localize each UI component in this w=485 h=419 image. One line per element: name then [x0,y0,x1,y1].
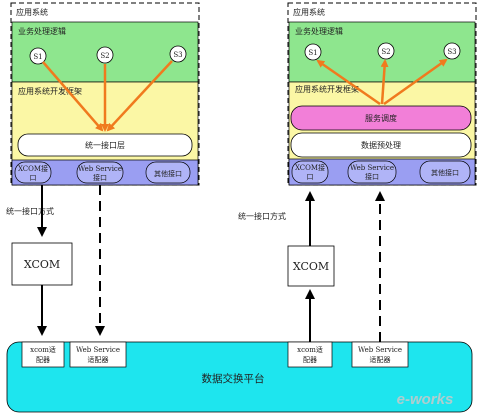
right-webservice-interface-label-1: Web Service [350,164,394,172]
right-xcom-box-label: XCOM [293,260,329,273]
left-webservice-adapter-label-2: 适配器 [88,355,109,364]
left-business-logic-label: 业务处理逻辑 [18,26,66,36]
left-node-s3-label: S3 [173,51,182,59]
watermark-text: e-works [397,391,454,408]
right-arrow-to-s1 [316,59,381,106]
left-other-interface-label: 其他接口 [154,169,182,178]
right-node-s1-label: S1 [308,49,317,57]
right-xcom-interface [291,160,329,184]
left-interface-mode-label: 统一接口方式 [6,206,54,216]
right-data-preprocessing [290,132,472,158]
left-xcom-adapter-label-2: 配器 [36,356,50,364]
left-node-s1 [29,47,47,65]
right-xcom-adapter [287,341,333,368]
left-webservice-adapter [69,341,127,368]
left-app-system-label: 应用系统 [16,7,48,17]
right-xcom-interface-label-1: XCOM接 [295,163,325,172]
left-xcom-adapter-label-1: xcom适 [30,345,56,354]
right-data-preprocessing-label: 数据预处理 [361,140,401,150]
left-arrow-s1-to-interface [42,61,104,132]
left-framework-label: 应用系统开发框架 [18,86,82,96]
right-node-s2-label: S2 [381,48,390,56]
right-interface-mode-label: 统一接口方式 [238,211,286,221]
right-node-s2 [377,42,395,60]
right-service-scheduling-label: 服务调度 [365,113,397,123]
left-xcom-box-label: XCOM [24,258,60,271]
eworks-watermark-logo: e-works [397,391,454,408]
left-unified-interface-layer [17,133,193,157]
left-node-s2 [96,46,114,64]
right-service-scheduling [290,105,472,131]
right-arrow-to-s2 [380,59,389,105]
left-xcom-interface [14,161,52,184]
left-app-system: 应用系统 业务处理逻辑 应用系统开发框架 S1 S2 S3 统一接口层 XCOM… [10,2,200,186]
right-business-logic-label: 业务处理逻辑 [295,26,343,36]
right-webservice-adapter-label-2: 适配器 [370,355,391,364]
right-other-interface [419,160,471,184]
right-webservice-adapter [351,341,409,368]
left-webservice-interface [76,161,124,184]
right-webservice-interface-label-2: 接口 [365,172,379,181]
right-arrow-to-s3 [383,58,448,106]
right-node-s3-label: S3 [447,48,456,56]
left-arrow-s3-to-interface [106,60,173,132]
right-webservice-interface [347,160,397,184]
left-node-s1-label: S1 [33,53,42,61]
left-unified-interface-label: 统一接口层 [85,140,125,150]
left-xcom-interface-label-1: XCOM接 [18,164,48,173]
right-app-system: 应用系统 业务处理逻辑 应用系统开发框架 S1 S2 S3 服务调度 数据预处理… [287,2,477,186]
platform-label: 数据交换平台 [202,372,265,385]
right-xcom-interface-label-2: 口 [307,173,314,181]
left-other-interface [145,161,191,184]
left-node-s3 [169,45,187,63]
right-app-system-label: 应用系统 [293,7,325,17]
right-framework-label: 应用系统开发框架 [295,84,359,94]
left-xcom-adapter [21,341,65,368]
left-webservice-adapter-label-1: Web Service [76,346,120,354]
right-node-s3 [443,42,461,60]
left-webservice-interface-label-2: 接口 [93,173,107,182]
right-webservice-adapter-label-1: Web Service [358,346,402,354]
left-xcom-box [11,242,73,286]
right-other-interface-label: 其他接口 [431,168,459,177]
right-node-s1 [304,43,322,61]
left-xcom-interface-label-2: 口 [30,174,37,182]
right-xcom-adapter-label-2: 配器 [303,356,317,364]
right-xcom-adapter-label-1: xcom适 [297,345,323,354]
right-xcom-box [287,245,335,287]
left-node-s2-label: S2 [100,52,109,60]
left-webservice-interface-label-1: Web Service [78,165,122,173]
